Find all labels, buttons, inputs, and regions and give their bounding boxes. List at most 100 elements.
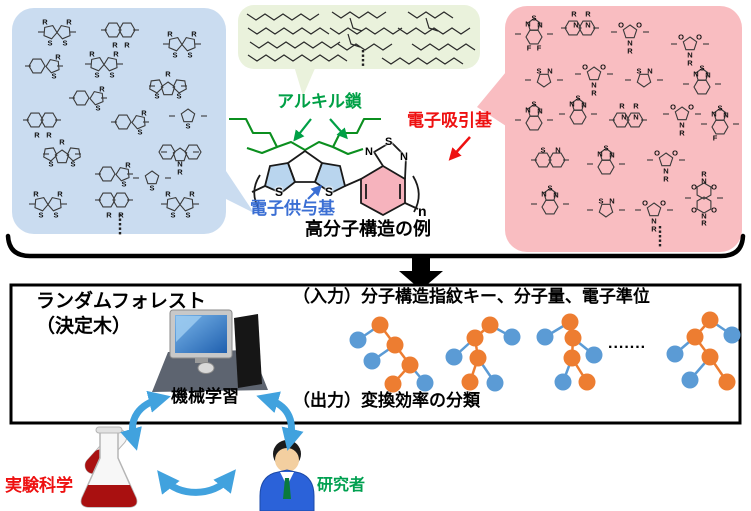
molecular-structure-sketches: SSRRRRSSRRSRSSRRSSRSRRRSRSSSRSRNRSSRRRRS… [23,10,739,247]
svg-text:R: R [591,89,597,98]
svg-text:R: R [177,168,183,177]
svg-text:O: O [582,63,588,72]
svg-text:R: R [165,190,171,199]
svg-text:O: O [660,199,666,208]
svg-text:S: S [95,104,100,113]
svg-text:R: R [141,109,147,118]
decision-tree-subtitle: （決定木） [36,316,132,337]
alkyl-branch-left [246,146,278,155]
svg-text:S: S [38,211,43,220]
svg-text:S: S [48,160,53,169]
machine-learning-label: 機械学習 [171,387,239,406]
svg-text:R: R [34,131,40,140]
svg-text:O: O [678,33,684,42]
output-label: （出力）変換効率の分類 [293,391,480,410]
researcher-person-icon [259,440,315,511]
svg-text:O: O [670,103,676,112]
acceptor-arrow [448,136,471,161]
svg-text:N: N [723,111,728,120]
double-bonds [365,184,401,199]
alkyl-arrow-left [293,118,312,142]
svg-text:S: S [636,67,641,76]
svg-text:R: R [585,10,591,19]
svg-text:F: F [537,44,542,53]
svg-text:S: S [137,128,142,137]
atom-s-right: S [325,185,334,199]
donor-arrow [307,184,323,200]
svg-text:S: S [47,39,52,48]
svg-text:S: S [187,51,192,60]
cyclopentane-ring [286,149,324,183]
svg-text:N: N [555,146,560,155]
svg-text:O: O [642,199,648,208]
svg-text:O: O [711,183,717,192]
mouse-icon [197,362,215,374]
svg-text:N: N [609,197,614,206]
acceptor-units-panel [477,6,742,252]
svg-text:S: S [575,94,580,103]
svg-text:R: R [33,190,39,199]
svg-text:N: N [687,51,692,60]
svg-text:R: R [125,161,131,170]
electron-withdrawing-label: 電子吸引基 [407,111,492,130]
svg-text:R: R [42,18,48,27]
close-paren [412,175,420,213]
experimental-science-label: 実験科学 [5,476,73,495]
svg-text:R: R [189,190,195,199]
svg-text:N: N [553,191,558,200]
svg-text:R: R [701,170,707,179]
computer-icon [152,309,268,392]
random-forest-title: ランダムフォレスト [36,291,206,312]
svg-text:S: S [176,92,181,101]
svg-text:O: O [691,206,697,215]
atom-n2: N [400,151,408,163]
svg-text:S: S [51,72,56,81]
svg-text:R: R [679,129,685,138]
decision-trees [349,311,741,393]
svg-text:O: O [636,21,642,30]
svg-text:N: N [621,113,626,122]
svg-text:R: R [571,10,577,19]
svg-text:R: R [46,131,52,140]
svg-text:S: S [547,184,552,193]
svg-text:N: N [569,100,574,109]
svg-text:S: S [109,71,114,80]
svg-text:O: O [711,206,717,215]
svg-text:R: R [106,211,112,220]
svg-text:R: R [66,18,72,27]
svg-text:N: N [581,101,586,110]
svg-text:N: N [585,21,590,30]
screen-glare [176,316,202,342]
svg-text:N: N [679,121,684,130]
svg-text:N: N [573,21,578,30]
donor-acceptor-bond [344,178,362,187]
svg-text:R: R [59,138,65,147]
svg-text:R: R [687,59,693,68]
electron-donating-label: 電子供与基 [250,199,335,218]
svg-text:R: R [112,41,118,50]
face-icon [275,448,299,472]
ellipsis-dots: ....... [608,335,647,352]
open-paren [253,174,261,210]
svg-text:N: N [525,106,530,115]
svg-text:R: R [118,211,124,220]
atom-s-top: S [385,136,393,148]
benzene-ring [360,164,406,217]
atom-s-left: S [275,185,284,199]
svg-text:N: N [177,160,182,169]
svg-text:S: S [149,184,154,193]
donor-units-panel [12,8,254,234]
alkyl-panel-tail [294,66,316,96]
svg-text:R: R [124,41,130,50]
svg-text:S: S [185,122,190,131]
svg-text:O: O [672,149,678,158]
svg-text:S: S [540,146,545,155]
svg-text:R: R [619,102,625,111]
svg-text:S: S [717,104,722,113]
svg-text:N: N [711,110,716,119]
svg-text:R: R [633,102,639,111]
computer-tower [234,314,262,388]
svg-text:R: R [113,50,119,59]
